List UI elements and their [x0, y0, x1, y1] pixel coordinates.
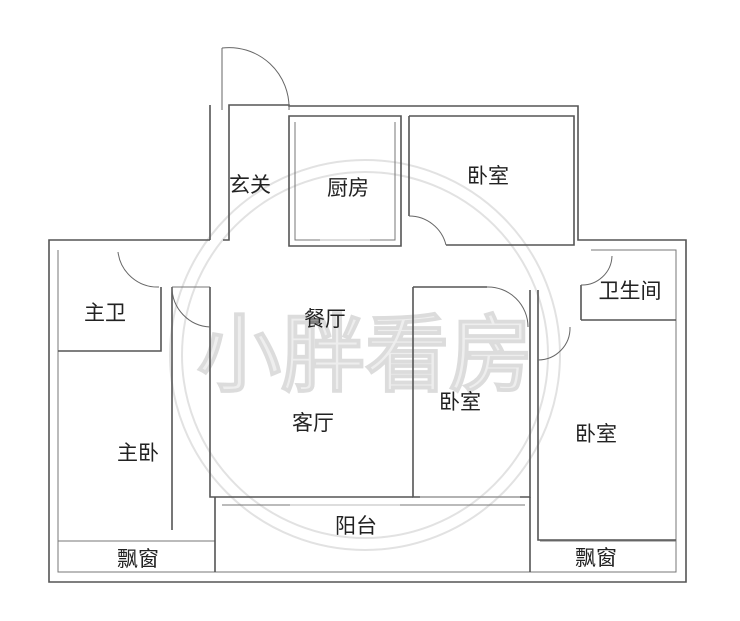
outer-walls [48, 104, 687, 583]
master-bath-walls [58, 251, 210, 352]
label-bedroom-north: 卧室 [467, 164, 509, 188]
living-west-wall [171, 286, 413, 530]
label-living: 客厅 [292, 411, 334, 435]
bedroom-east-walls [537, 290, 676, 541]
balcony-walls [214, 497, 531, 572]
label-bay-window-west: 飘窗 [117, 547, 159, 571]
label-bedroom-middle: 卧室 [439, 390, 481, 414]
bedroom-middle-walls [412, 286, 531, 498]
watermark-inner-ring [181, 171, 549, 539]
label-bathroom: 卫生间 [599, 279, 662, 303]
watermark: 小胖看房 [169, 159, 561, 551]
label-dining: 餐厅 [304, 307, 346, 331]
watermark-text: 小胖看房 [197, 306, 533, 404]
label-xuanguan: 玄关 [229, 173, 271, 197]
label-master-bedroom: 主卧 [117, 441, 159, 465]
bathroom-walls [580, 255, 676, 321]
room-labels: 玄关 厨房 卧室 主卫 卫生间 餐厅 客厅 卧室 卧室 主卧 阳台 飘窗 飘窗 [84, 164, 662, 571]
label-bay-window-east: 飘窗 [575, 546, 617, 570]
entrance-door [221, 47, 290, 111]
label-master-bath: 主卫 [84, 301, 126, 325]
label-bedroom-east: 卧室 [575, 422, 617, 446]
label-balcony: 阳台 [335, 514, 377, 538]
bedroom-north-walls [408, 115, 575, 246]
label-kitchen: 厨房 [327, 176, 369, 200]
watermark-outer-ring [169, 159, 561, 551]
kitchen-walls [288, 115, 402, 247]
